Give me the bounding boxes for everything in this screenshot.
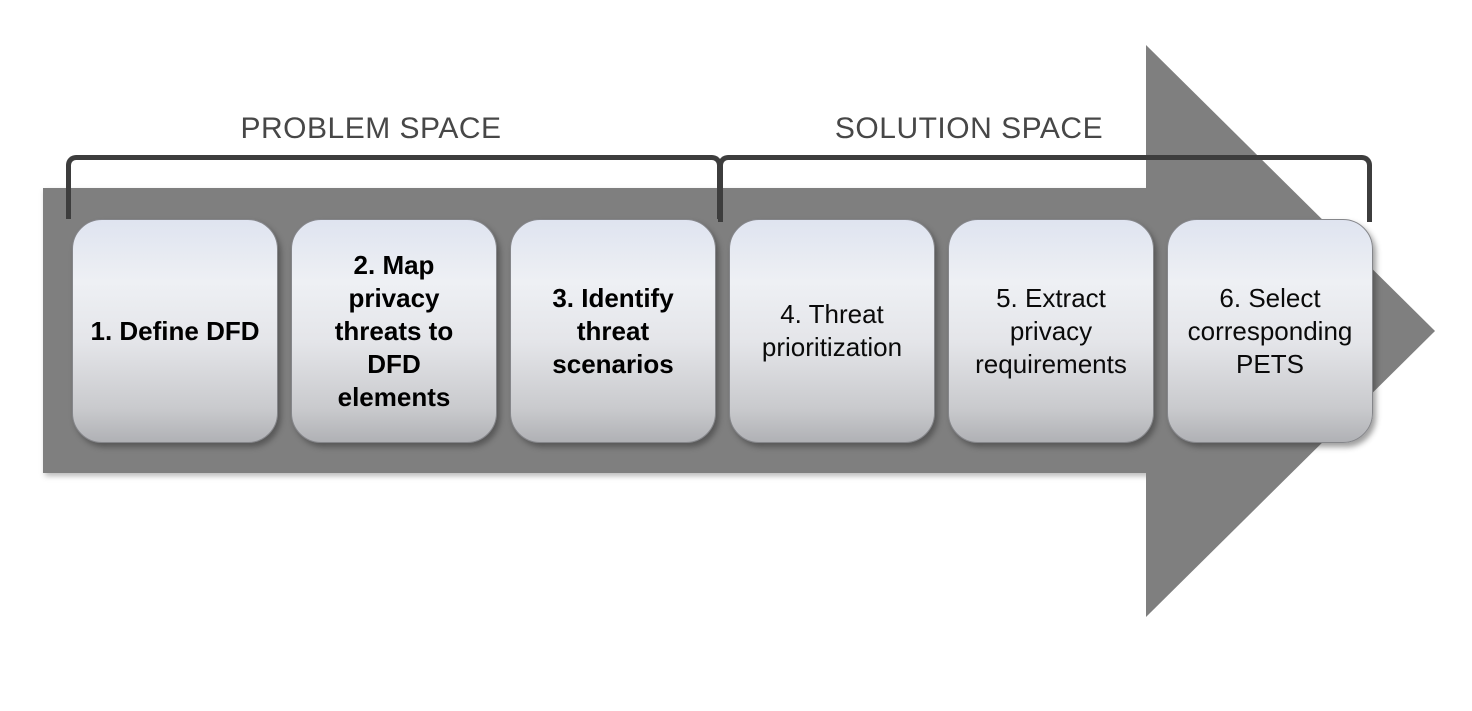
solution-space-label: SOLUTION SPACE [834, 112, 1104, 145]
step-box-extract-privacy-requirements: 5. Extract privacy requirements [948, 219, 1154, 443]
step-box-define-dfd: 1. Define DFD [72, 219, 278, 443]
step-label: 5. Extract privacy requirements [975, 282, 1127, 379]
problem-space-label: PROBLEM SPACE [240, 112, 502, 145]
step-label: 3. Identify threat scenarios [552, 282, 674, 379]
step-label: 2. Map privacy threats to DFD elements [334, 249, 454, 412]
solution-space-bracket [718, 155, 1372, 222]
step-label: 6. Select corresponding PETS [1187, 282, 1353, 379]
step-label: 1. Define DFD [90, 315, 260, 346]
step-label: 4. Threat prioritization [761, 299, 903, 362]
problem-space-bracket [66, 155, 722, 219]
step-box-threat-prioritization: 4. Threat prioritization [729, 219, 935, 443]
step-box-identify-threat-scenarios: 3. Identify threat scenarios [510, 219, 716, 443]
step-box-select-corresponding-pets: 6. Select corresponding PETS [1167, 219, 1373, 443]
step-box-map-privacy-threats: 2. Map privacy threats to DFD elements [291, 219, 497, 443]
